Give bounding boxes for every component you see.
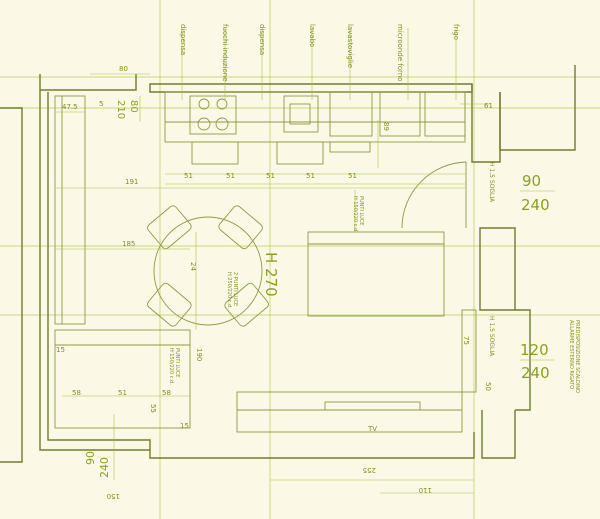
sill-note-bottom: H 1,5 SOGLIA (488, 316, 495, 357)
dim-51-a: 51 (184, 172, 193, 180)
dining-table (147, 205, 269, 327)
label-fuochi: fuochi induzione (221, 24, 229, 82)
dim-80-v: 80 (128, 100, 139, 113)
dim-58-a: 58 (72, 389, 81, 397)
label-dispensa-right: dispensa (258, 24, 266, 55)
light-note-3b: H 150/220 c.d. (168, 348, 174, 385)
sink (283, 95, 319, 133)
dim-24: 24 (189, 262, 197, 271)
dim-tv: TV (367, 425, 377, 433)
dimension-texts: 80 47.5 5 210 80 61 89 51 51 51 51 51 19… (56, 65, 493, 500)
dim-150: 150 (107, 492, 120, 500)
dim-51-d: 51 (306, 172, 315, 180)
dim-51-b: 51 (226, 172, 235, 180)
dim-51-f: 51 (118, 389, 127, 397)
dimension-lines (55, 28, 490, 494)
kitchen-counter (164, 91, 466, 165)
label-microonde: microonde forno (396, 24, 404, 82)
dim-191: 191 (125, 178, 138, 186)
notes: H 270 H 1,5 SOGLIA H 1,5 SOGLIA 90 240 1… (84, 162, 580, 478)
door-240-right: 240 (521, 364, 550, 382)
light-note-2: 2 PUNTI LUCE (232, 272, 238, 306)
door-120: 120 (520, 341, 549, 359)
light-note-2b: H 250/220 c.d. (226, 272, 232, 309)
bottom-counter (236, 391, 463, 433)
room-height: H 270 (262, 252, 280, 297)
dim-89: 89 (382, 122, 390, 131)
dim-58-b: 58 (162, 389, 171, 397)
dim-51-e: 51 (348, 172, 357, 180)
dim-15-a: 15 (56, 346, 65, 354)
dim-top-80: 80 (119, 65, 128, 73)
dim-47-5: 47.5 (62, 103, 78, 111)
door-240-top: 240 (521, 196, 550, 214)
sill-note-top: H 1,5 SOGLIA (488, 162, 495, 203)
cooktop (189, 95, 237, 135)
doors (401, 161, 477, 393)
door-240-bottom: 240 (98, 457, 111, 478)
dim-210: 210 (115, 100, 126, 119)
dim-75: 75 (462, 336, 470, 345)
sofa (307, 231, 445, 317)
pred-note-2: ALLARME ESTERNO RIGATO (568, 320, 574, 389)
dim-255: 255 (363, 466, 376, 474)
label-frigo: frigo (452, 24, 460, 40)
light-note-1b: H 150/220 c.d. (352, 196, 358, 233)
dim-51-c: 51 (266, 172, 275, 180)
appliance-labels: dispensa fuochi induzione dispensa lavab… (179, 24, 460, 82)
dim-5: 5 (99, 100, 103, 108)
dim-185: 185 (122, 240, 135, 248)
dim-110: 110 (419, 486, 432, 494)
label-lavastoviglie: lavastoviglie (346, 24, 354, 68)
dim-190: 190 (195, 348, 203, 361)
door-90-bottom: 90 (84, 451, 97, 465)
walls (0, 65, 576, 463)
light-note-3: PUNTI LUCE (174, 348, 180, 377)
dim-61: 61 (484, 102, 493, 110)
dim-15-b: 15 (180, 422, 189, 430)
label-dispensa-left: dispensa (179, 24, 187, 55)
pred-note: PREDISPOSIZIONE SCALDINO (574, 320, 580, 393)
light-note-1: PUNTI LUCE (358, 196, 364, 225)
label-lavabo: lavabo (308, 24, 316, 47)
left-bench (54, 95, 191, 429)
door-90: 90 (522, 172, 541, 190)
dim-50: 50 (484, 382, 492, 391)
dim-55: 55 (149, 404, 157, 413)
fridge (424, 91, 466, 137)
